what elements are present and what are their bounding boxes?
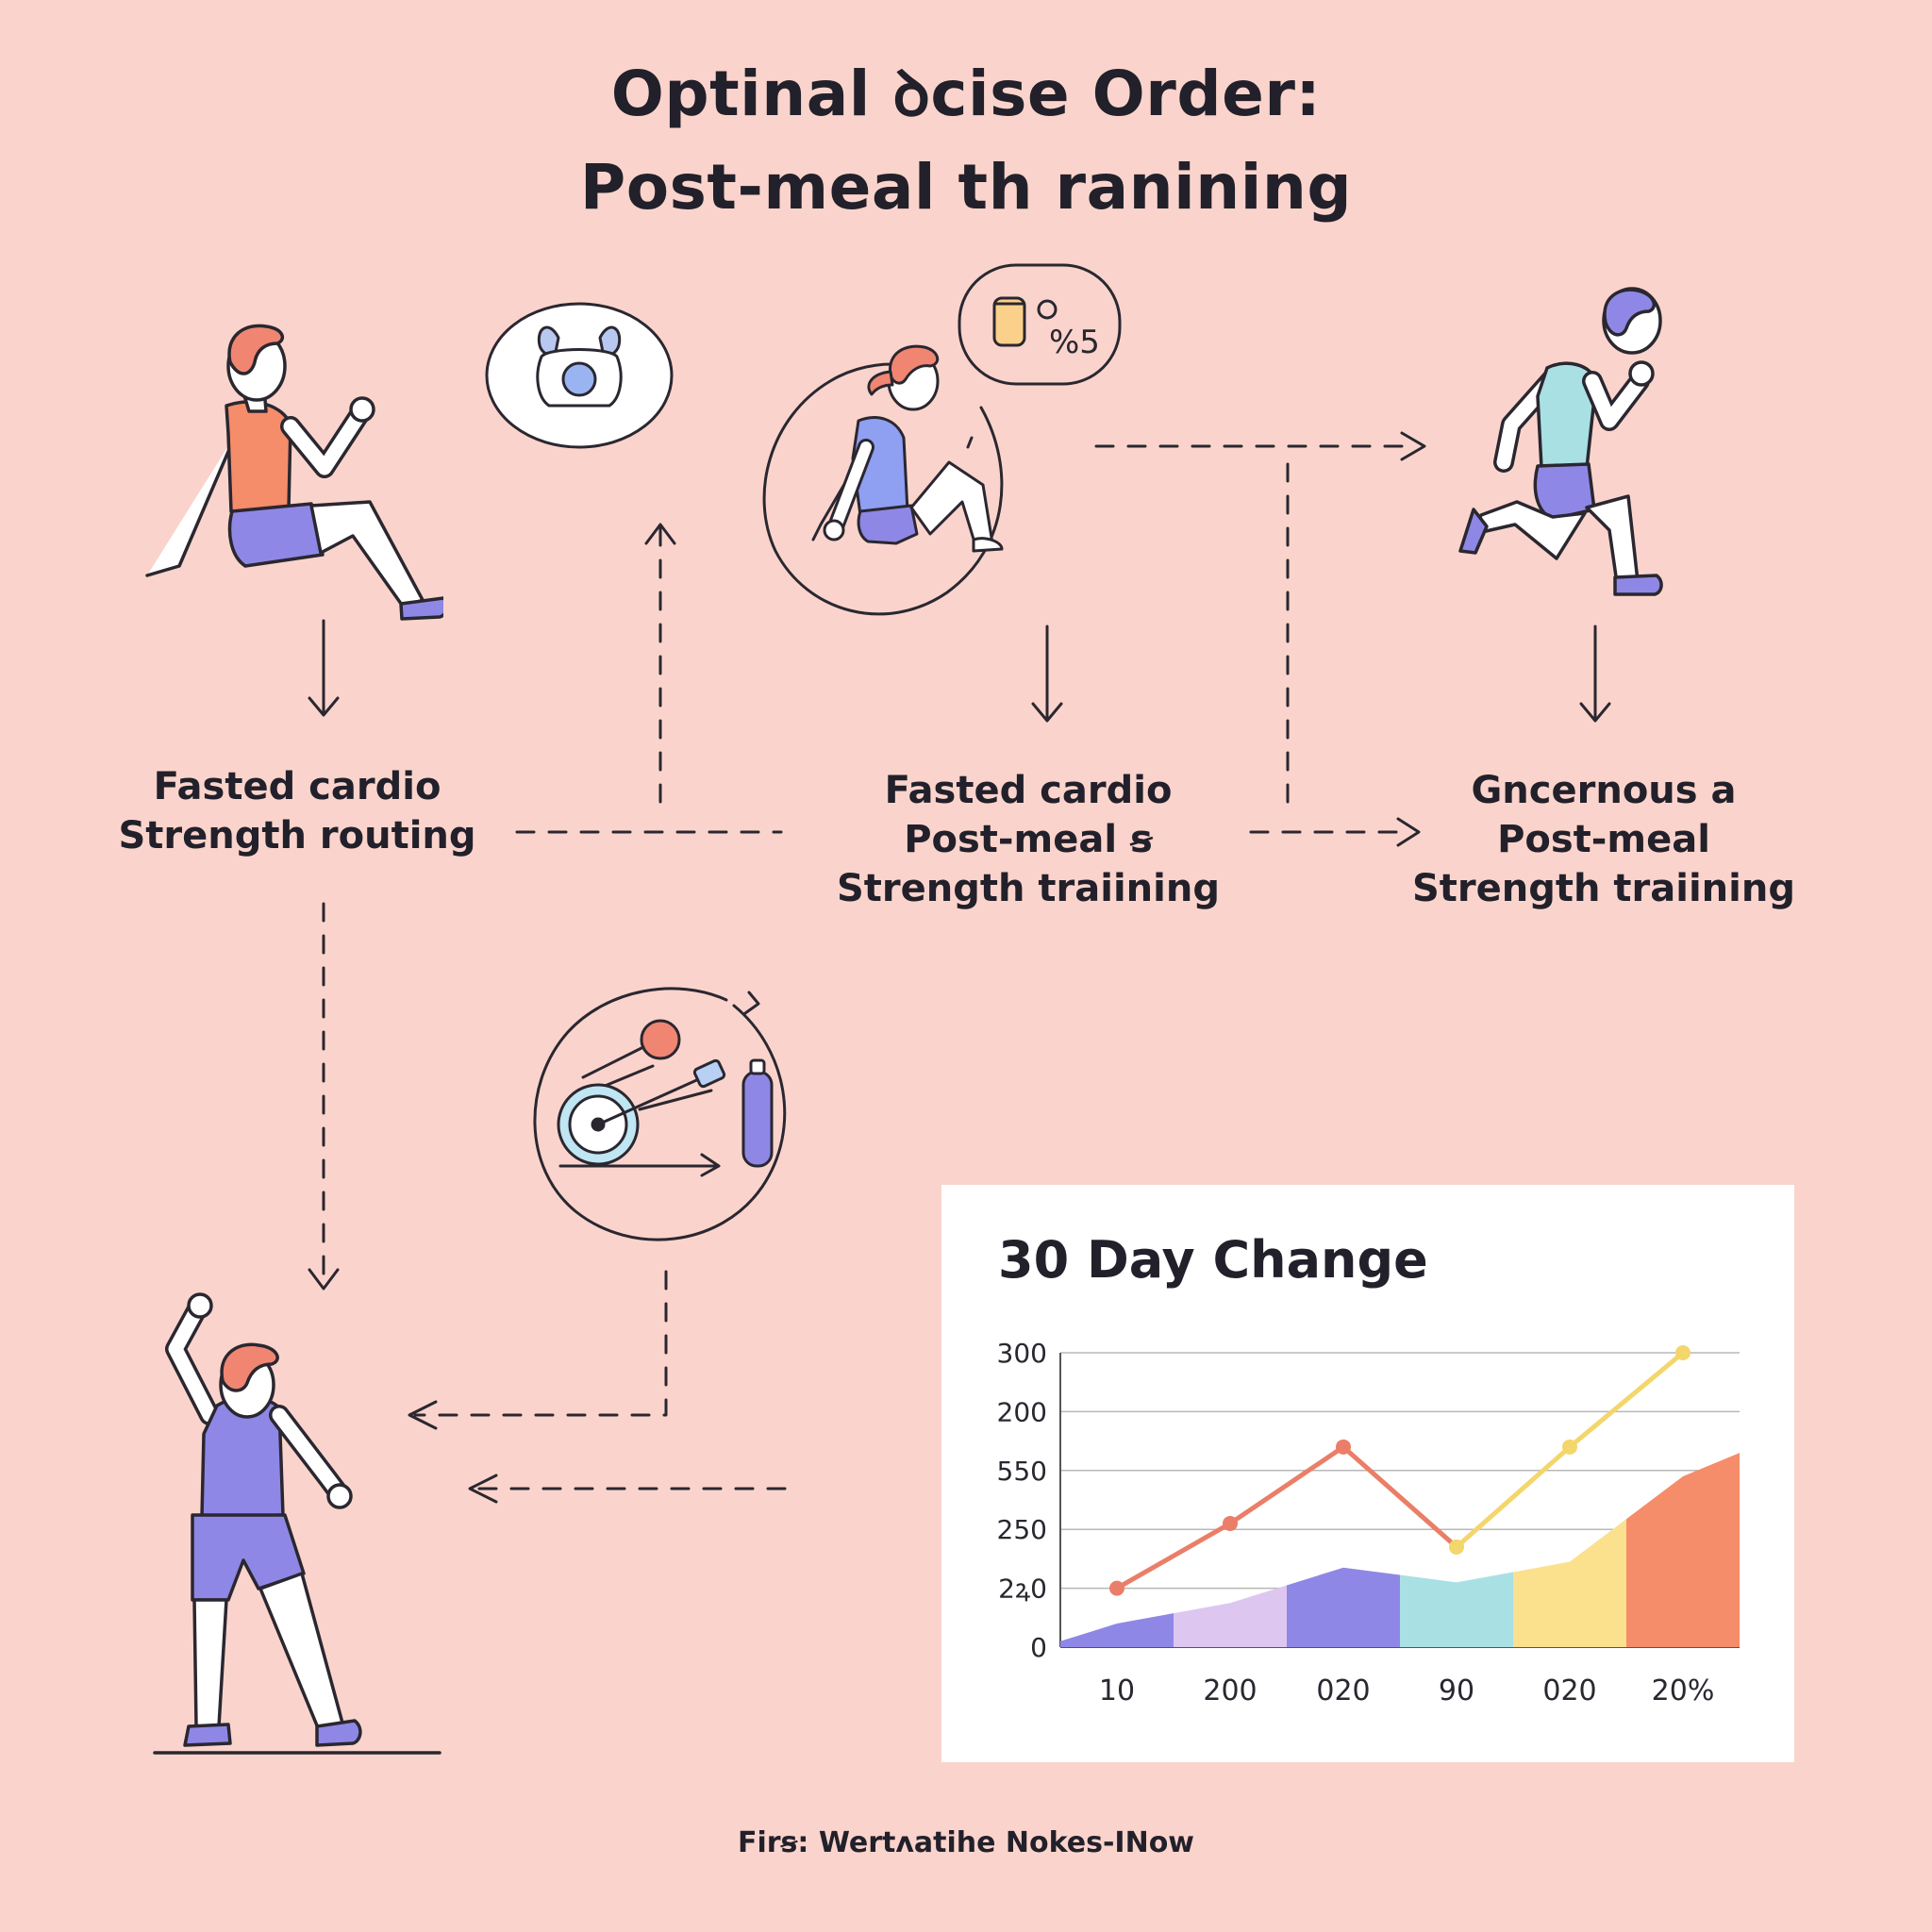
data-point bbox=[1223, 1515, 1238, 1531]
woman-stretching-icon bbox=[762, 344, 1004, 616]
bubble-text: %5 bbox=[1049, 324, 1100, 361]
supplement-icon: %5 bbox=[958, 263, 1122, 386]
flow-label-left: Fasted cardio Strength routing bbox=[104, 762, 491, 860]
runner-icon bbox=[1458, 287, 1663, 596]
y-tick-label: 200 bbox=[997, 1396, 1047, 1427]
x-tick-label: 10 bbox=[1099, 1674, 1135, 1707]
data-point bbox=[1449, 1539, 1464, 1555]
series-line-segment bbox=[1567, 1350, 1686, 1450]
arrow-down-left bbox=[308, 619, 340, 717]
person-arm-raised-icon bbox=[153, 1292, 441, 1755]
area-band bbox=[1174, 1585, 1287, 1647]
data-point bbox=[1109, 1580, 1124, 1596]
series-line-segment bbox=[1454, 1444, 1573, 1550]
x-tick-label: 90 bbox=[1439, 1674, 1474, 1707]
exercise-bike-icon bbox=[533, 987, 787, 1241]
chart-card: 30 Day Change 0 2ꝝ0 250 550 200 300 10 200 020 90… bbox=[941, 1185, 1794, 1762]
y-tick-label: 2ꝝ0 bbox=[998, 1574, 1047, 1605]
flow-label-middle: Fasted cardio Post-meal ꞩ Strength traii… bbox=[830, 766, 1226, 913]
x-tick-label: 20% bbox=[1652, 1674, 1715, 1707]
arrow-down-right bbox=[1579, 625, 1611, 723]
title-line-1: Optinal ꝺcise Order: bbox=[610, 58, 1322, 130]
arrow-down-middle bbox=[1031, 625, 1063, 723]
y-tick-label: 0 bbox=[1030, 1632, 1047, 1663]
flow-label-right-line-3: Strength traiining bbox=[1412, 867, 1795, 910]
kettlebell-icon bbox=[485, 302, 674, 449]
area-chart: 0 2ꝝ0 250 550 200 300 10 200 020 90 020 20% bbox=[997, 1338, 1740, 1707]
flow-label-right-line-2: Post-meal bbox=[1497, 818, 1710, 861]
x-tick-label: 200 bbox=[1203, 1674, 1257, 1707]
series-line-segment bbox=[1114, 1521, 1233, 1591]
flow-label-middle-line-2: Post-meal ꞩ bbox=[904, 818, 1153, 861]
area-band bbox=[1513, 1519, 1626, 1647]
area-band bbox=[1626, 1453, 1740, 1647]
dashed-connector-bike bbox=[413, 1270, 668, 1417]
data-point bbox=[1562, 1439, 1577, 1455]
data-point bbox=[1675, 1345, 1690, 1360]
area-band bbox=[1287, 1567, 1400, 1647]
caption: Firꞩ: Wertʌatihe Nokes-INow bbox=[737, 1826, 1195, 1859]
series-line-segment bbox=[1341, 1444, 1459, 1550]
y-tick-label: 250 bbox=[997, 1514, 1047, 1545]
area-band bbox=[1400, 1572, 1513, 1647]
flow-label-left-line-1: Fasted cardio bbox=[153, 765, 441, 808]
y-tick-label: 300 bbox=[997, 1338, 1047, 1369]
flow-label-right-line-1: Gncernous a bbox=[1471, 769, 1737, 812]
title-line-2: Post-meal th ranining bbox=[579, 151, 1353, 224]
flow-label-middle-line-3: Strength traiining bbox=[837, 867, 1220, 910]
series-line-segment bbox=[1227, 1444, 1346, 1526]
y-tick-label: 550 bbox=[997, 1456, 1047, 1487]
flow-label-right: Gncernous a Post-meal Strength traiining bbox=[1406, 766, 1802, 913]
x-tick-label: 020 bbox=[1542, 1674, 1596, 1707]
chart-title: 30 Day Change bbox=[998, 1230, 1428, 1290]
person-sitting-icon bbox=[145, 324, 443, 621]
flow-label-middle-line-1: Fasted cardio bbox=[884, 769, 1173, 812]
x-tick-label: 020 bbox=[1316, 1674, 1370, 1707]
flow-label-left-line-2: Strength routing bbox=[118, 814, 476, 858]
area-band bbox=[1060, 1613, 1174, 1647]
data-point bbox=[1336, 1439, 1351, 1455]
